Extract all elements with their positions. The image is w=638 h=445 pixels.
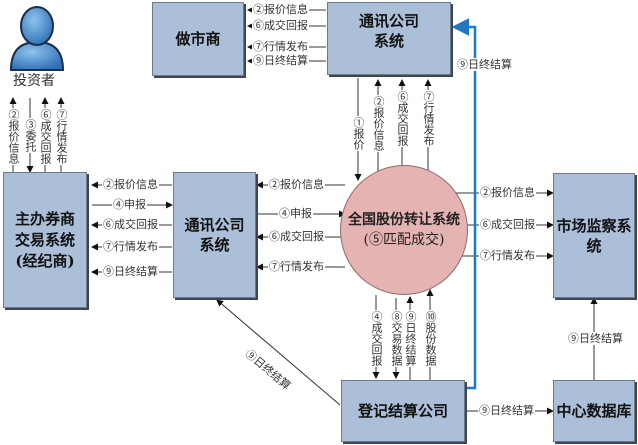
central-database-node: 中心数据库 [553,380,635,442]
clear-dc-flow-daily-settle: ⑨日终结算 [478,404,535,417]
clear-flow-quote-data: ⑩股份数据 [424,310,437,367]
market-maker-label: 做市商 [175,30,221,48]
comm-flow-market-publish: ⑦行情发布 [268,260,325,273]
broker-flow-market-publish: ⑦行情发布 [102,240,159,253]
data-center-label: 中心数据库 [556,402,632,420]
neeq-system-node: 全国股份转让系统 (⑤匹配成交) [340,165,468,295]
market-surveillance-node: 市场监察系 统 [553,173,635,298]
neeq-flow-quote-info: ②报价信息 [372,95,385,152]
blue-settle-line [451,18,477,390]
investor-flow-market-publish: ⑦行情发布 [55,108,68,165]
surv-flow-market-publish: ⑦行情发布 [479,249,536,262]
broker-flow-quote-info: ②报价信息 [102,178,159,191]
surv-flow-trade-report: ⑥成交回报 [479,218,536,231]
broker-line1: 主办券商 [14,209,75,228]
broker-line2: 交易系统 [14,230,75,249]
investor-flow-trade-report: ⑥成交回报 [39,108,52,165]
market-maker-node: 做市商 [152,2,244,76]
comm-flow-declare: ④申报 [278,207,313,220]
mm-flow-market-publish: ⑦行情发布 [252,40,309,53]
clearing-company-node: 登记结算公司 [341,380,465,442]
blue-flow-daily-settle: ⑨日终结算 [456,58,513,71]
neeq-line1: 全国股份转让系统 [348,212,460,228]
comm-system-mid-node: 通讯公司 系统 [173,172,256,298]
mm-flow-trade-report: ⑥成交回报 [252,19,309,32]
neeq-line2: (⑤匹配成交) [363,232,445,248]
comm-top-line2: 系统 [373,32,404,50]
comm-mid-line1: 通讯公司 [184,216,245,234]
investor-flow-entrust: ③委托 [24,118,37,153]
mm-flow-daily-settle: ⑨日终结算 [252,54,309,67]
comm-system-top-node: 通讯公司 系统 [327,2,451,75]
investor-label: 投资者 [12,73,56,89]
mm-flow-quote-info: ②报价信息 [252,3,309,16]
comm-mid-line2: 系统 [199,236,230,254]
surv-flow-quote-info: ②报价信息 [479,186,536,199]
clearing-label: 登记结算公司 [357,402,448,420]
surveillance-line2: 统 [586,236,602,255]
neeq-flow-quote: ①报价 [352,116,365,151]
investor-flow-quote-info: ②报价信息 [7,108,20,165]
comm-flow-trade-report: ⑥成交回报 [268,230,325,243]
broker-system-node: 主办券商 交易系统 (经纪商) [3,172,87,308]
comm-top-line1: 通讯公司 [358,12,419,30]
clear-flow-trade-report: ④成交回报 [370,310,383,367]
dc-flow-daily-settle: ⑨日终结算 [567,332,624,345]
broker-line3: (经纪商) [15,251,75,270]
comm-flow-quote-info: ②报价信息 [268,178,325,191]
investor-person-icon [9,6,65,71]
clear-flow-trade-data: ⑧交易数据 [390,310,403,367]
neeq-flow-market-publish: ⑦行情发布 [422,90,435,147]
broker-flow-trade-report: ⑥成交回报 [102,218,159,231]
broker-flow-declare: ④申报 [112,198,147,211]
surveillance-line1: 市场监察系 [556,216,632,235]
broker-flow-daily-settle: ⑨日终结算 [102,265,159,278]
neeq-flow-trade-report: ⑥成交回报 [396,90,409,147]
clear-flow-daily-settle: ⑨日终结算 [404,310,417,367]
